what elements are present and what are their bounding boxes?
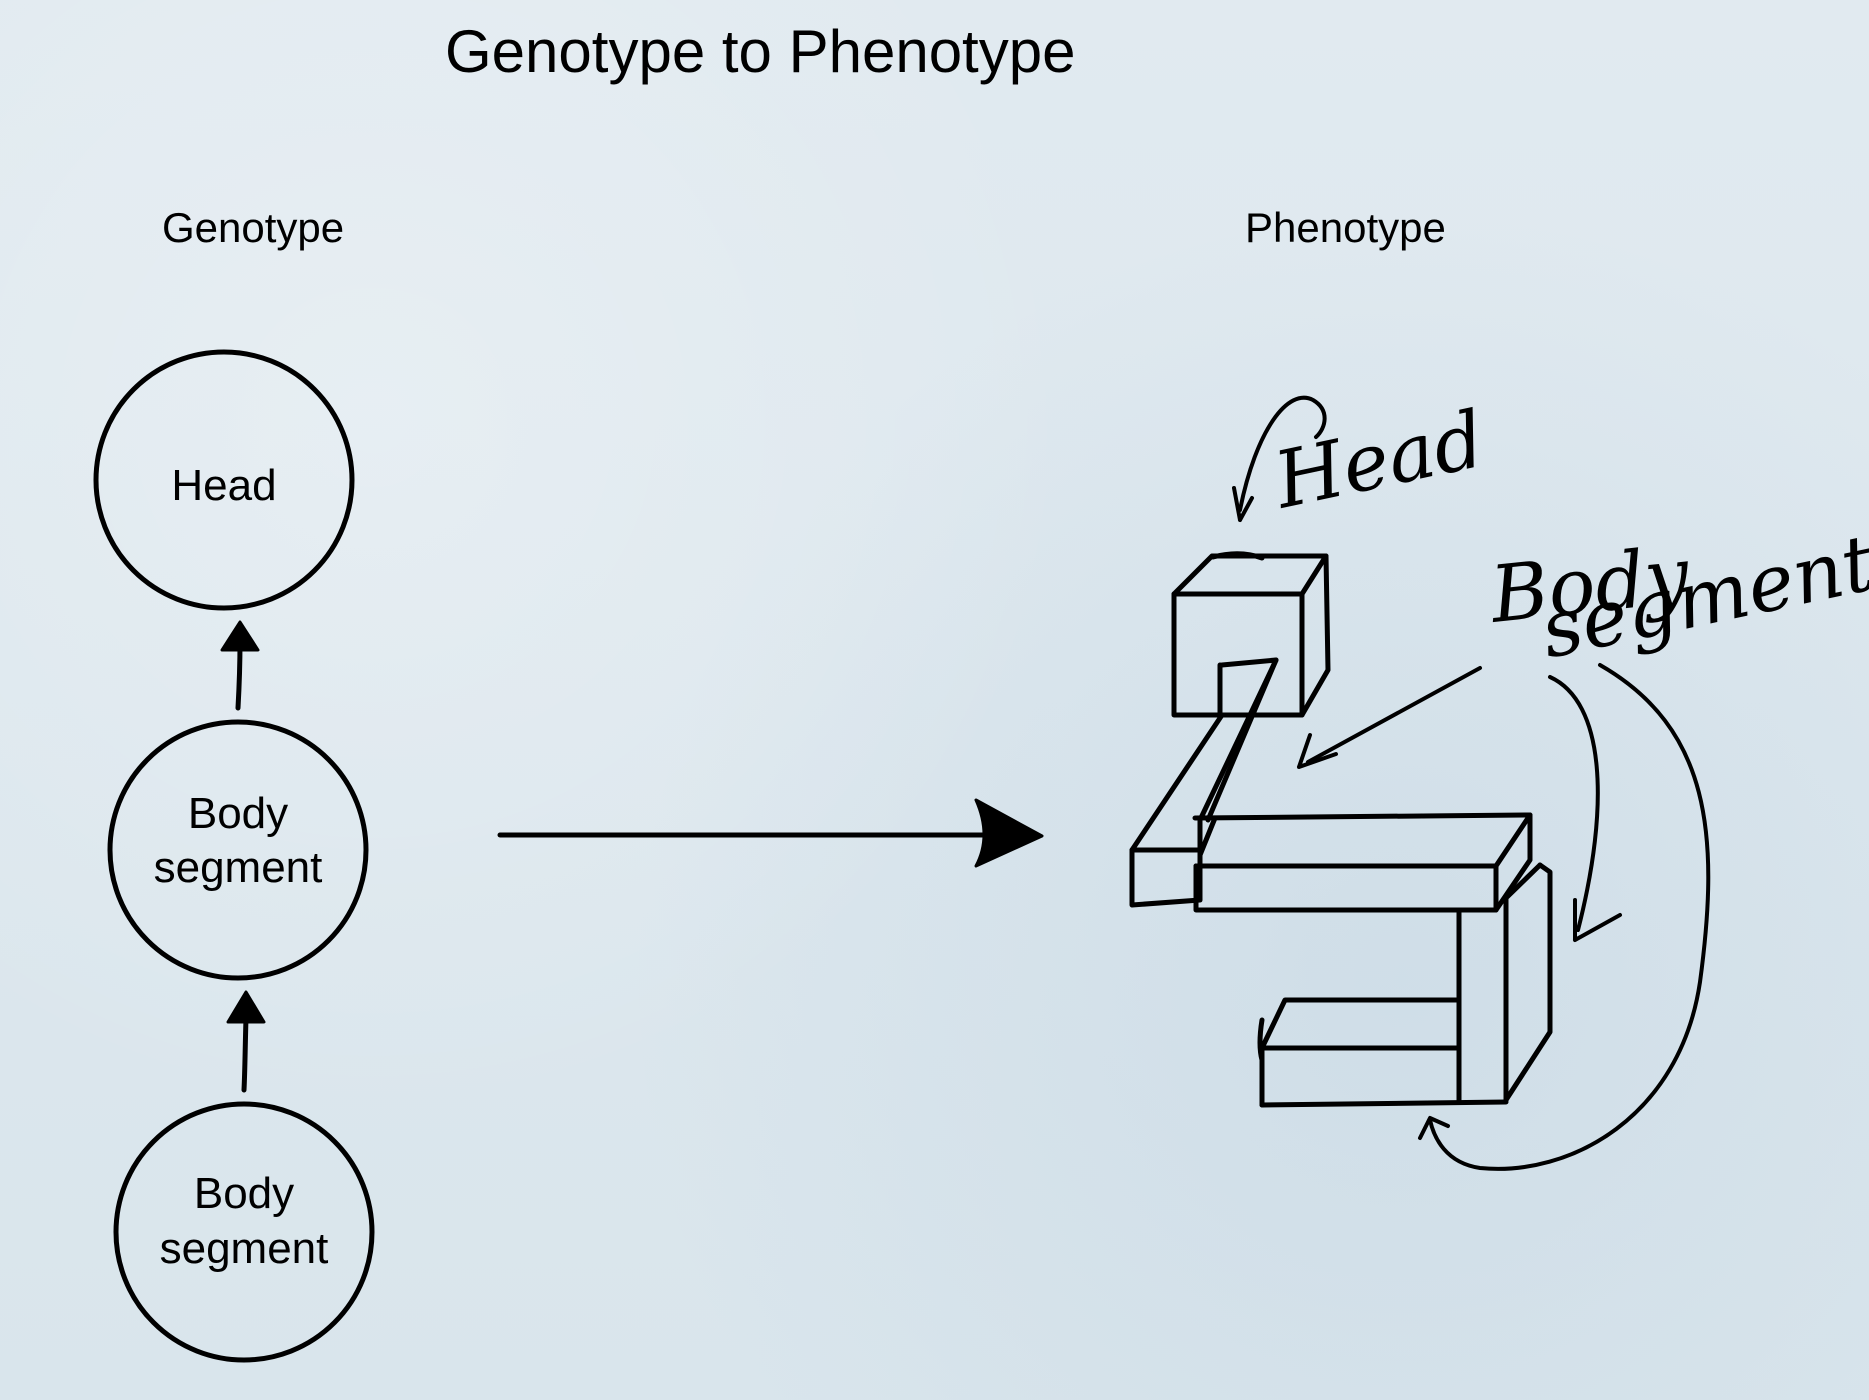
genotype-node-body-segment-1-line2: segment bbox=[154, 843, 323, 892]
phenotype-sketch bbox=[1129, 551, 1553, 1108]
phenotype-annotation-arrows bbox=[1232, 395, 1711, 1171]
genotype-heading: Genotype bbox=[162, 204, 344, 251]
genotype-edge-body-to-head bbox=[220, 620, 260, 711]
genotype-node-body-segment-1-line1: Body bbox=[188, 789, 288, 838]
genotype-node-body-segment-1: Body segment bbox=[107, 719, 369, 981]
body-pointer-arrow-1 bbox=[1306, 666, 1482, 764]
body-pointer-arrowhead-1 bbox=[1297, 733, 1338, 769]
body-pointer-arrow-3 bbox=[1428, 663, 1711, 1171]
body-pointer-arrowhead-3 bbox=[1418, 1116, 1450, 1140]
genotype-node-head-label: Head bbox=[171, 461, 276, 510]
phenotype-foot-segment bbox=[1257, 997, 1509, 1108]
head-pointer-arrowhead bbox=[1232, 486, 1254, 522]
diagram-title: Genotype to Phenotype bbox=[445, 18, 1075, 85]
genotype-node-head: Head bbox=[93, 349, 355, 611]
phenotype-head-annotation: Head bbox=[1265, 395, 1492, 527]
genotype-edge-body-to-body bbox=[226, 990, 266, 1093]
body-pointer-arrowhead-2 bbox=[1573, 898, 1622, 942]
phenotype-body-block bbox=[1192, 812, 1533, 913]
phenotype-neck-segment bbox=[1129, 657, 1279, 908]
head-pointer-arrow bbox=[1238, 395, 1327, 512]
genotype-node-body-segment-2-line2: segment bbox=[160, 1224, 329, 1273]
phenotype-leg-segment bbox=[1456, 862, 1553, 1103]
genotype-to-phenotype-arrow bbox=[497, 798, 1044, 868]
phenotype-head-cube bbox=[1171, 551, 1331, 718]
phenotype-heading: Phenotype bbox=[1245, 204, 1446, 251]
body-pointer-arrow-2 bbox=[1548, 675, 1600, 932]
phenotype-body-annotation-line1: Body bbox=[1485, 531, 1695, 642]
genotype-node-body-segment-2: Body segment bbox=[113, 1101, 375, 1363]
genotype-node-body-segment-2-line1: Body bbox=[194, 1169, 294, 1218]
